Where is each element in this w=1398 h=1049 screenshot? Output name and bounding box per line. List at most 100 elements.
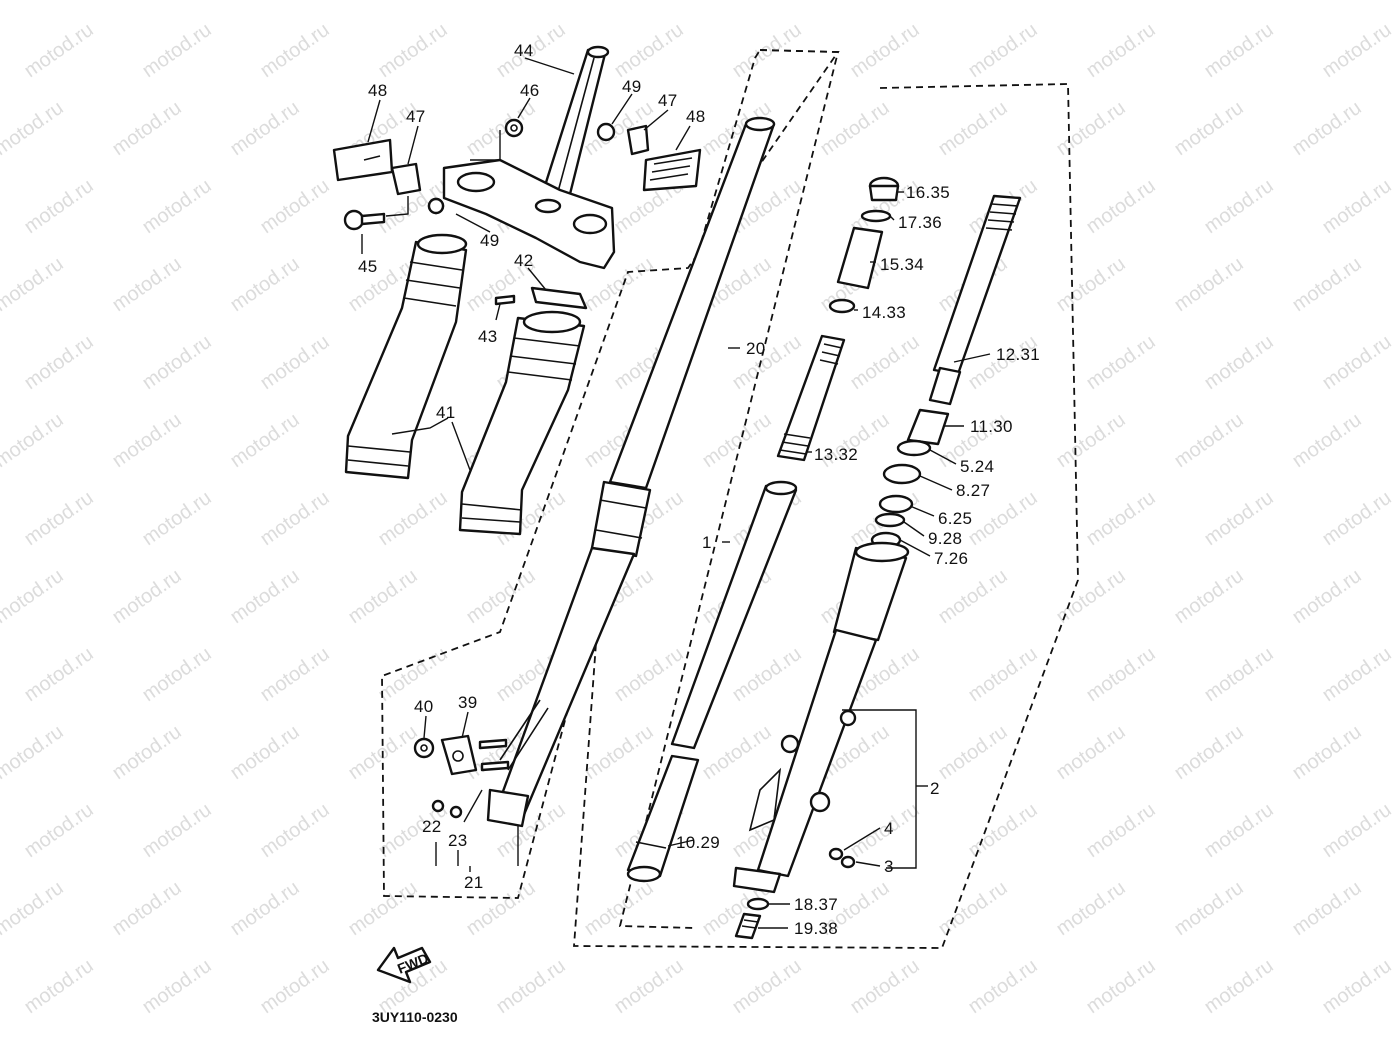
steering-stem-44: [534, 45, 610, 220]
under-bracket: [427, 158, 616, 270]
callout-1: 1: [702, 533, 712, 552]
watermark-text: motod.ru: [1082, 19, 1159, 82]
watermark-text: motod.ru: [1318, 643, 1395, 706]
watermark-text: motod.ru: [1200, 643, 1277, 706]
fork-boot-left: [344, 233, 468, 480]
nut-22: [431, 799, 445, 813]
axle-holder-39: [440, 734, 478, 776]
watermark-text: motod.ru: [20, 19, 97, 82]
watermark-text: motod.ru: [0, 0, 68, 4]
watermark-text: motod.ru: [138, 175, 215, 238]
washer-18-37: [746, 897, 770, 911]
callout-19-38: 19.38: [794, 919, 838, 938]
watermark-text: motod.ru: [256, 487, 333, 550]
callout-2: 2: [930, 779, 940, 798]
callout-22: 22: [422, 817, 442, 836]
clamp-42: [530, 286, 588, 310]
watermark-text: motod.ru: [934, 97, 1011, 160]
watermark-text: motod.ru: [1170, 409, 1247, 472]
watermark-text: motod.ru: [580, 721, 657, 784]
drawing-code: 3UY110-0230: [372, 1009, 458, 1025]
watermark-text: motod.ru: [1200, 175, 1277, 238]
watermark-text: motod.ru: [138, 955, 215, 1018]
callout-14-33: 14.33: [862, 303, 906, 322]
callout-47-left: 47: [406, 107, 426, 126]
o-ring-17-36: [860, 209, 892, 223]
watermark-text: motod.ru: [610, 955, 687, 1018]
oil-seal-8-27: [882, 463, 922, 485]
nut-49-top: [596, 122, 616, 142]
bolt-19-38: [734, 912, 762, 940]
ring-9-28: [874, 512, 906, 528]
washer-5-24: [896, 439, 932, 457]
watermark-text: motod.ru: [108, 721, 185, 784]
callout-20: 20: [746, 339, 766, 358]
watermark-text: motod.ru: [964, 643, 1041, 706]
group-boundary-inner-tube: [618, 49, 840, 929]
watermark-text: motod.ru: [1082, 487, 1159, 550]
nut-49-bottom: [427, 197, 445, 215]
watermark-text: motod.ru: [1318, 487, 1395, 550]
watermark-text: motod.ru: [0, 565, 68, 628]
watermark-text: motod.ru: [1288, 0, 1365, 4]
cap-bolt-16-35: [868, 176, 900, 202]
washer-23: [449, 805, 463, 819]
watermark-text: motod.ru: [20, 955, 97, 1018]
callout-39: 39: [458, 693, 478, 712]
watermark-text: motod.ru: [1170, 565, 1247, 628]
callout-13-32: 13.32: [814, 445, 858, 464]
watermark-text: motod.ru: [1170, 253, 1247, 316]
callout-9-28: 9.28: [928, 529, 962, 548]
watermark-text: motod.ru: [580, 877, 657, 940]
callout-10-29: 10.29: [676, 833, 720, 852]
watermark-text: motod.ru: [1288, 97, 1365, 160]
watermark-text: motod.ru: [0, 721, 68, 784]
watermark-text: motod.ru: [256, 175, 333, 238]
group-boundary-right-leg: [573, 83, 1079, 949]
bracket-47-left: [390, 162, 422, 196]
callout-44: 44: [514, 41, 534, 60]
watermark-text: motod.ru: [1318, 799, 1395, 862]
watermark-text: motod.ru: [816, 0, 893, 4]
watermark-text: motod.ru: [20, 643, 97, 706]
stud-bolts: [478, 738, 510, 772]
watermark-text: motod.ru: [934, 877, 1011, 940]
callout-46: 46: [520, 81, 540, 100]
leader-lines: [361, 57, 991, 929]
callout-43: 43: [478, 327, 498, 346]
bushing-11-30: [906, 408, 950, 446]
inner-tube-1: [626, 480, 798, 883]
callout-40: 40: [414, 697, 434, 716]
watermark-text: motod.ru: [1200, 331, 1277, 394]
callout-49-top: 49: [622, 77, 642, 96]
callout-23: 23: [448, 831, 468, 850]
watermark-text: motod.ru: [1082, 175, 1159, 238]
watermark-text: motod.ru: [138, 643, 215, 706]
watermark-text: motod.ru: [20, 175, 97, 238]
watermark-text: motod.ru: [846, 19, 923, 82]
watermark-text: motod.ru: [138, 799, 215, 862]
watermark-text: motod.ru: [226, 877, 303, 940]
watermark-text: motod.ru: [580, 0, 657, 4]
clip-6-25: [878, 494, 914, 514]
watermark-text: motod.ru: [1318, 175, 1395, 238]
watermark-text: motod.ru: [256, 331, 333, 394]
callout-3: 3: [884, 857, 894, 876]
spacer-15-34: [836, 226, 884, 290]
watermark-text: motod.ru: [1170, 721, 1247, 784]
callout-21: 21: [464, 873, 484, 892]
watermark-text: motod.ru: [108, 565, 185, 628]
watermark-text: motod.ru: [1288, 409, 1365, 472]
callout-labels: 44 46 49 47 48 48 47 45 49 42 43 41 20 1…: [358, 41, 1040, 938]
callout-6-25: 6.25: [938, 509, 972, 528]
callout-12-31: 12.31: [996, 345, 1040, 364]
watermark-text: motod.ru: [1200, 487, 1277, 550]
callout-42: 42: [514, 251, 534, 270]
watermark-text: motod.ru: [1052, 0, 1129, 4]
watermark-text: motod.ru: [1170, 0, 1247, 4]
watermark-text: motod.ru: [1318, 331, 1395, 394]
watermark-text: motod.ru: [1288, 565, 1365, 628]
watermark-text: motod.ru: [462, 0, 539, 4]
watermark-text: motod.ru: [698, 0, 775, 4]
